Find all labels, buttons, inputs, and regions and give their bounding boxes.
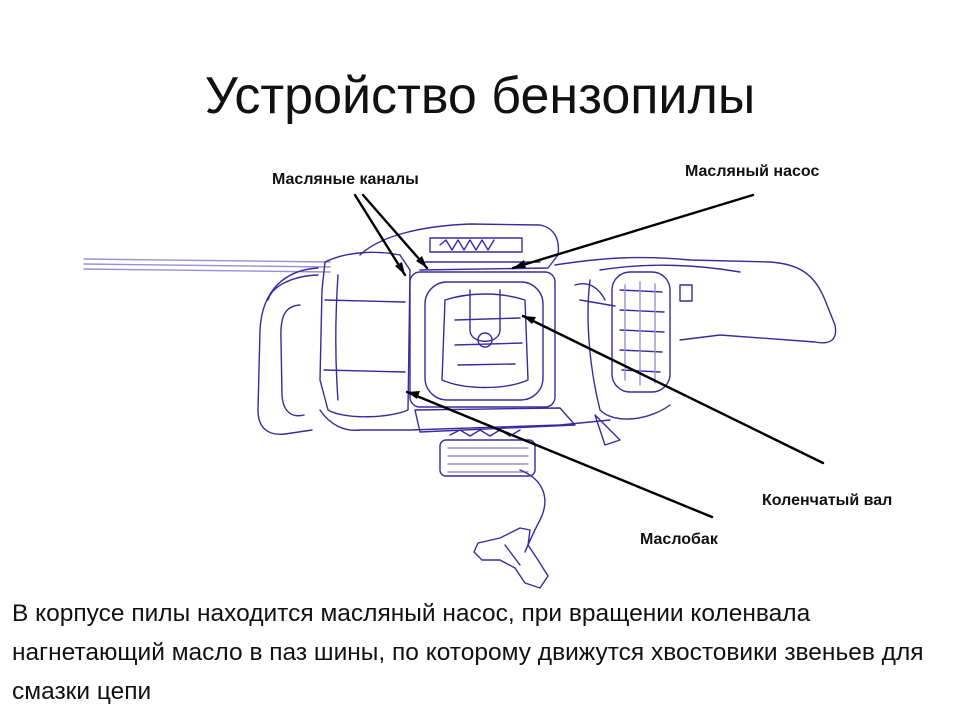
oil-tank-body — [319, 251, 411, 418]
rear-handle — [554, 256, 837, 420]
starter-assembly — [319, 407, 621, 477]
crankcase — [409, 271, 556, 408]
slide-title: Устройство бензопилы — [204, 67, 756, 125]
guide-bar — [83, 258, 331, 273]
arrowhead-oil-channels-1 — [395, 262, 405, 275]
leader-oil-channels-2 — [361, 193, 429, 270]
label-oil-tank: Маслобак — [640, 531, 718, 548]
starter-handle — [473, 469, 549, 589]
arrowhead-oil-pump — [513, 260, 526, 268]
front-handle — [257, 267, 319, 435]
label-oil-pump: Масляный насос — [685, 163, 820, 180]
leader-arrowheads — [395, 256, 536, 399]
leader-oil-channels-1 — [353, 193, 407, 277]
arrowhead-oil-tank — [407, 391, 420, 399]
leader-oil-tank — [405, 390, 714, 519]
label-oil-channels: Масляные каналы — [272, 171, 419, 188]
leader-oil-pump — [511, 193, 755, 270]
leader-lines — [353, 193, 825, 519]
arrowhead-oil-channels-2 — [416, 256, 427, 268]
arrowhead-crankshaft — [523, 316, 536, 324]
leader-crankshaft — [521, 314, 825, 465]
label-crankshaft: Коленчатый вал — [762, 492, 893, 509]
slide-caption: В корпусе пилы находится масляный насос,… — [12, 600, 924, 705]
chainsaw-drawing — [83, 223, 837, 589]
